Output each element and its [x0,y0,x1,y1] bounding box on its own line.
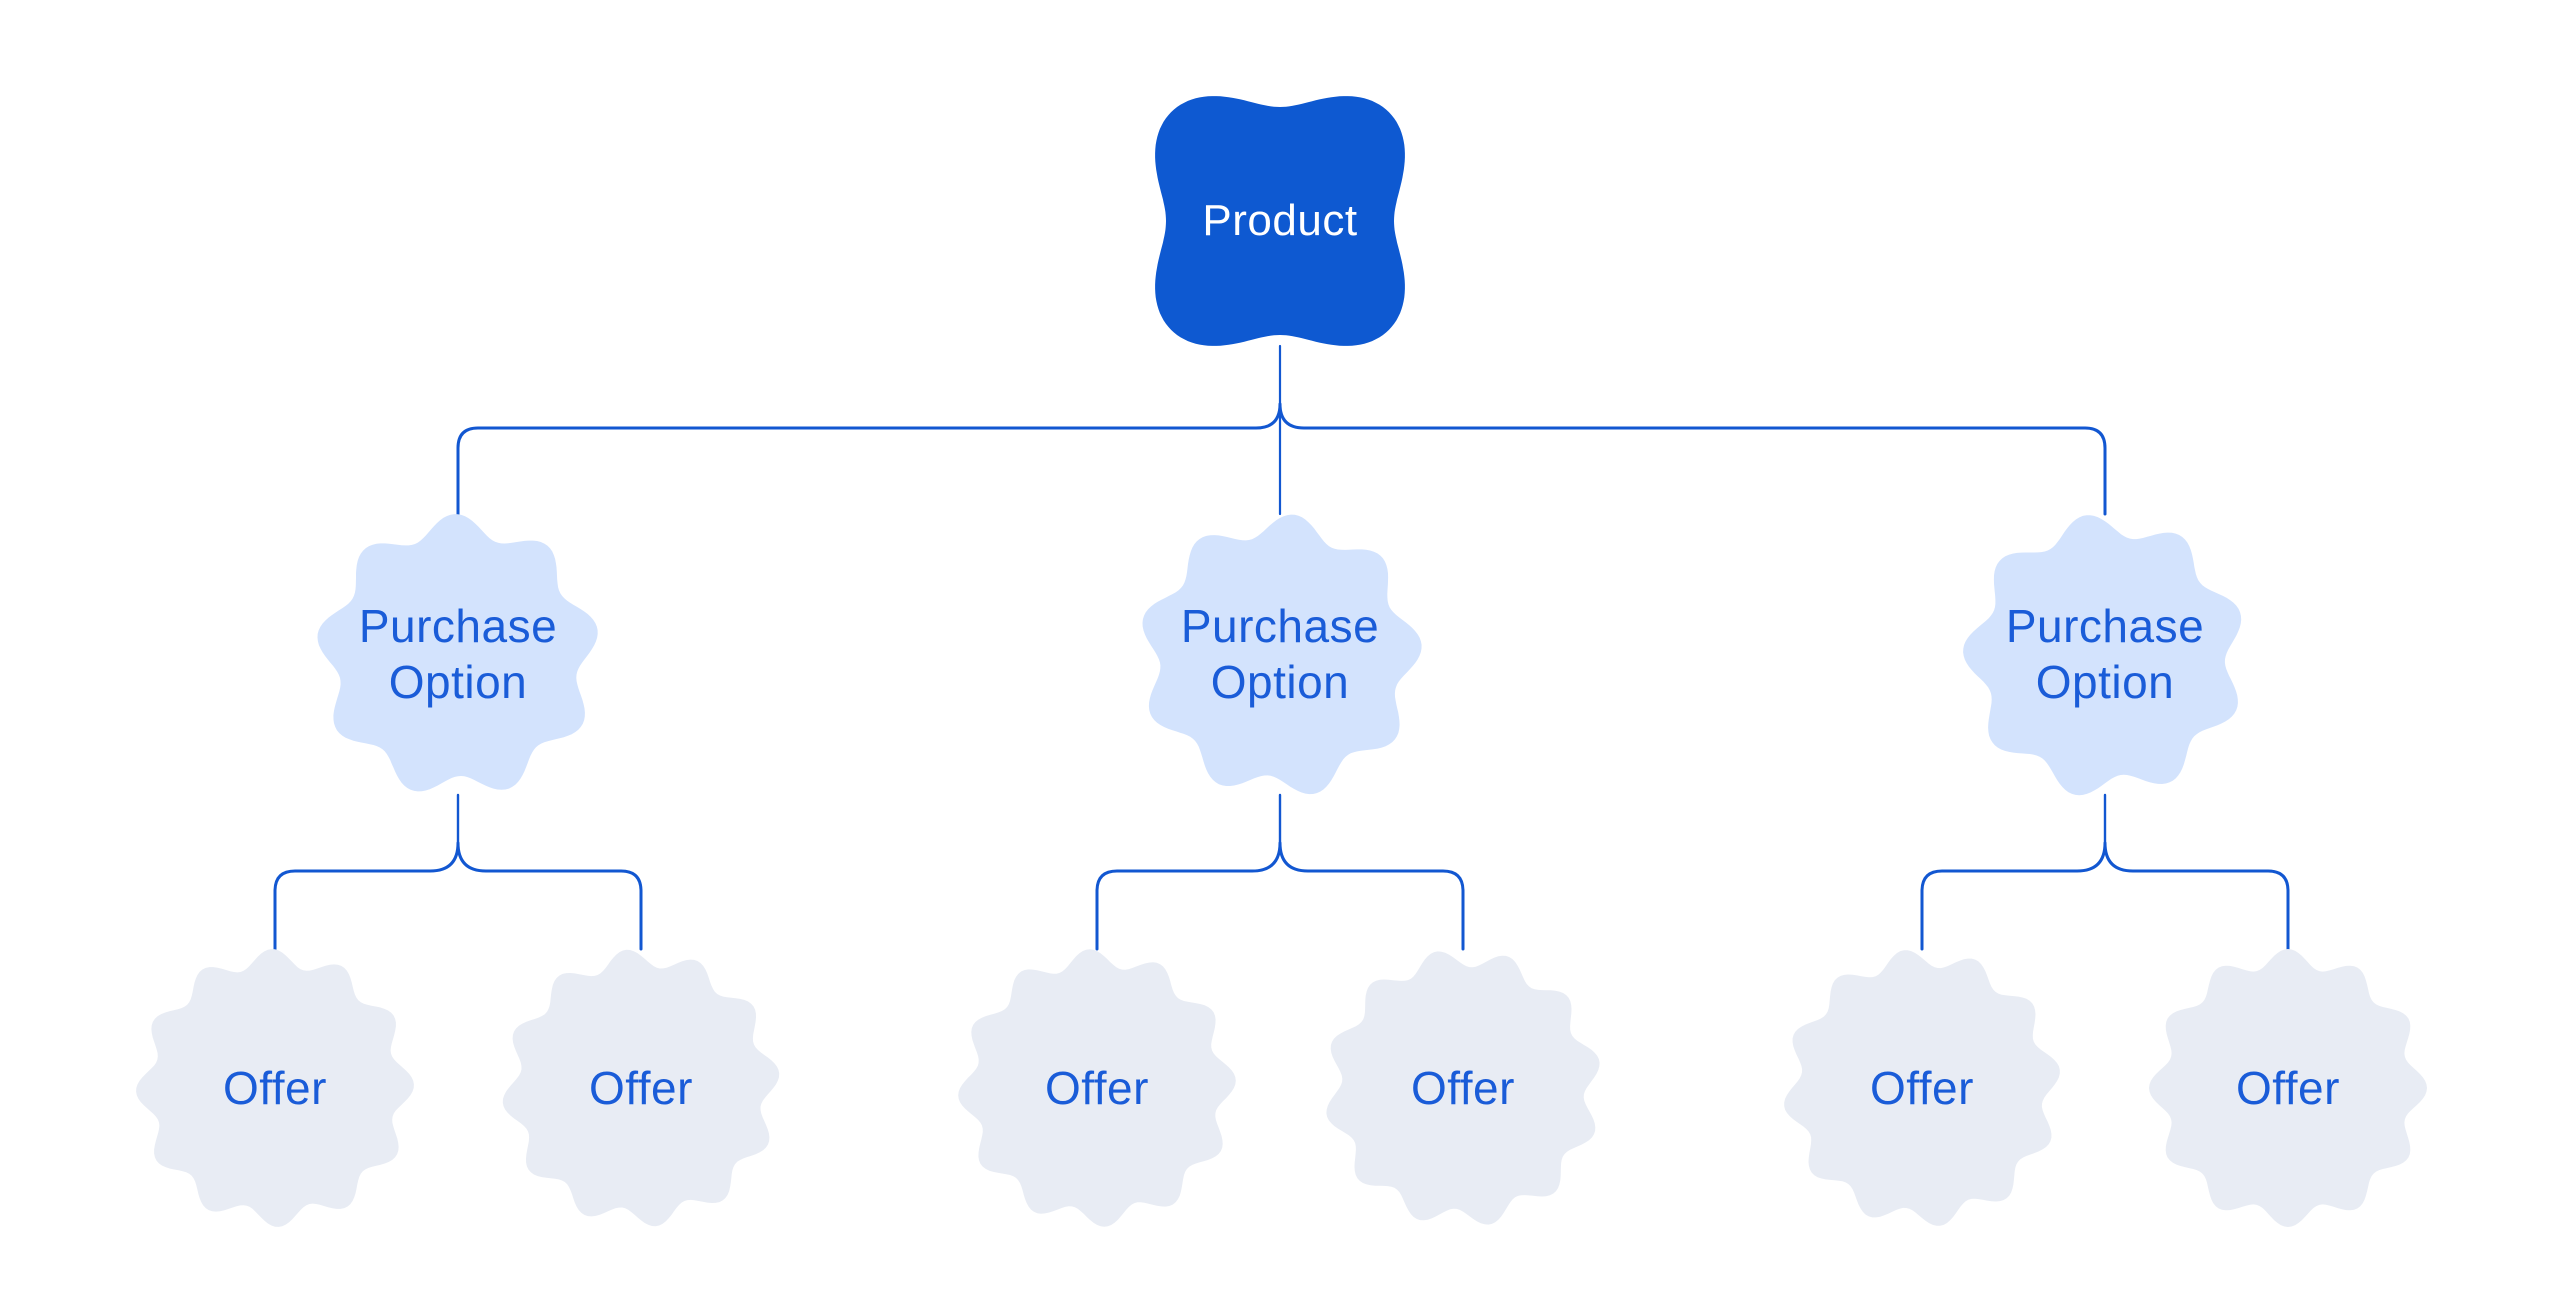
offer-3-node-shape [958,949,1236,1227]
offer-1-node-shape [136,949,414,1227]
offer-2-node-shape [502,949,780,1227]
edge-branches-purchase-option-2-to-offers [1095,841,1465,951]
offer-4-node-shape [1326,951,1600,1225]
offer-5-node-shape [1784,950,2060,1226]
purchase-option-2-node-shape [1142,514,1422,795]
product-node-shape [1155,96,1405,346]
offer-6-node-shape [2149,949,2427,1227]
purchase-option-1-node-shape [317,514,598,792]
edge-branches-purchase-option-3-to-offers [1920,841,2290,951]
connector-edges [273,344,2290,951]
edge-branches-purchase-option-1-to-offers [273,841,643,951]
purchase-option-3-node-shape [1963,515,2242,796]
edge-branches-product-to-purchase-options [456,402,2107,516]
